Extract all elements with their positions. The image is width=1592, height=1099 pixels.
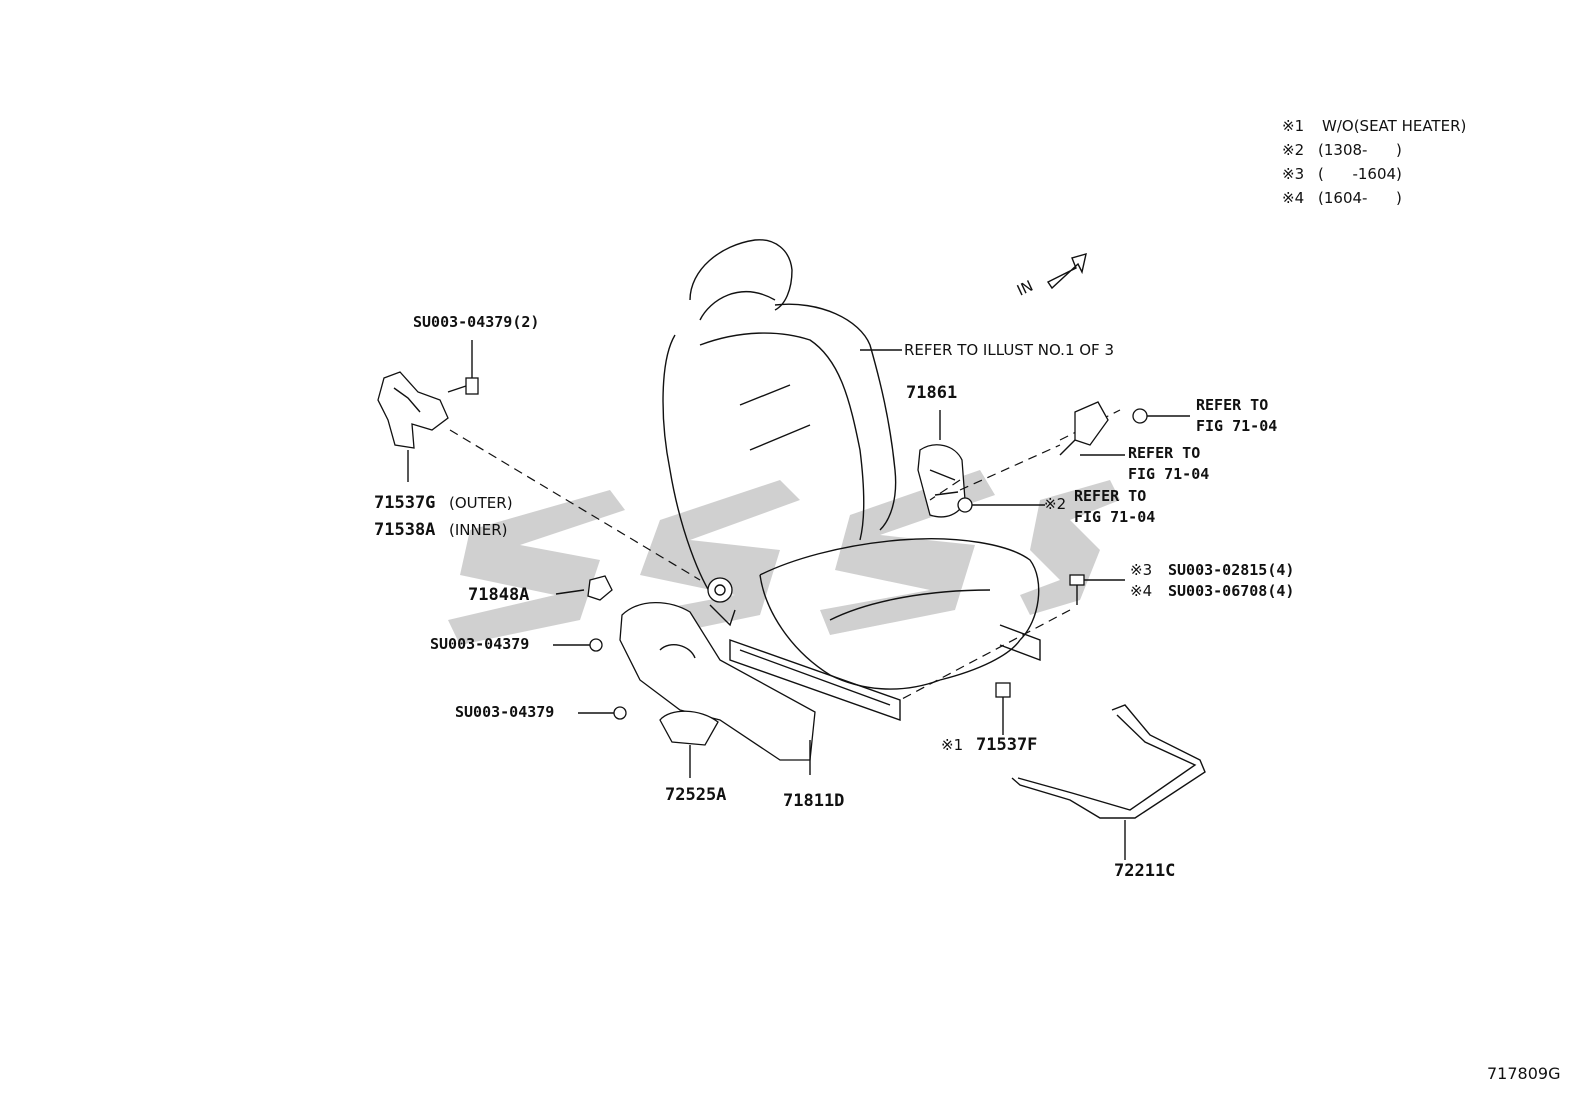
part-71537F (995, 682, 1011, 735)
bolt-top (447, 340, 479, 395)
label-bolt4-mark: ※4 (1130, 582, 1152, 600)
legend-mark-3: ※3 (1282, 165, 1304, 183)
legend-mark-1: ※1 (1282, 117, 1304, 135)
label-su003-04379-low: SU003-04379 (455, 703, 554, 721)
screws-left (553, 589, 627, 720)
part-71811D-side-cover (619, 602, 816, 775)
label-bolt3: SU003-02815(4) (1168, 561, 1294, 579)
figure-id: 717809G (1487, 1064, 1560, 1083)
label-refer-3b: FIG 71-04 (1074, 508, 1155, 526)
legend-mark-4: ※4 (1282, 189, 1304, 207)
label-72211C: 72211C (1114, 861, 1175, 881)
label-bolt4: SU003-06708(4) (1168, 582, 1294, 600)
part-71537G-bracket (377, 371, 449, 482)
label-71538A-inner: (INNER) (449, 521, 507, 539)
label-71848A: 71848A (468, 585, 529, 605)
label-71537G: 71537G (374, 493, 435, 513)
label-bolt3-mark: ※3 (1130, 561, 1152, 579)
watermark-logo (448, 470, 1120, 645)
legend-mark-2: ※2 (1282, 141, 1304, 159)
label-seat-refer: REFER TO ILLUST NO.1 OF 3 (904, 341, 1114, 359)
label-refer-2a: REFER TO (1128, 444, 1200, 462)
in-direction-arrow: IN (1014, 253, 1087, 300)
label-su003-04379-mid: SU003-04379 (430, 635, 529, 653)
label-71537G-outer: (OUTER) (449, 494, 513, 512)
seat-illustration (662, 239, 1041, 721)
label-refer-3-mark: ※2 (1044, 495, 1066, 513)
part-72211C-wire (1011, 704, 1206, 860)
label-71538A: 71538A (374, 520, 435, 540)
label-refer-3a: REFER TO (1074, 487, 1146, 505)
bolt-right (1069, 574, 1125, 605)
legend-text-4: (1604- ) (1318, 189, 1402, 207)
label-72525A: 72525A (665, 785, 726, 805)
label-71537F-mark: ※1 (941, 736, 963, 754)
part-71861-cover (917, 410, 966, 518)
legend-text-3: ( -1604) (1318, 165, 1402, 183)
label-refer-1a: REFER TO (1196, 396, 1268, 414)
label-71811D: 71811D (783, 791, 844, 811)
label-71861: 71861 (906, 383, 957, 403)
legend: ※1 W/O(SEAT HEATER) ※2 (1308- ) ※3 ( -16… (1282, 117, 1466, 207)
label-refer-1b: FIG 71-04 (1196, 417, 1277, 435)
part-72525A-knob (659, 710, 719, 778)
legend-text-1: W/O(SEAT HEATER) (1322, 117, 1466, 135)
in-label: IN (1014, 277, 1036, 300)
label-71537F: 71537F (976, 735, 1037, 755)
label-su003-04379-2: SU003-04379(2) (413, 313, 539, 331)
part-71848A-clip (587, 575, 613, 601)
label-refer-2b: FIG 71-04 (1128, 465, 1209, 483)
seatbelt-buckle (957, 401, 1190, 513)
legend-text-2: (1308- ) (1318, 141, 1402, 159)
